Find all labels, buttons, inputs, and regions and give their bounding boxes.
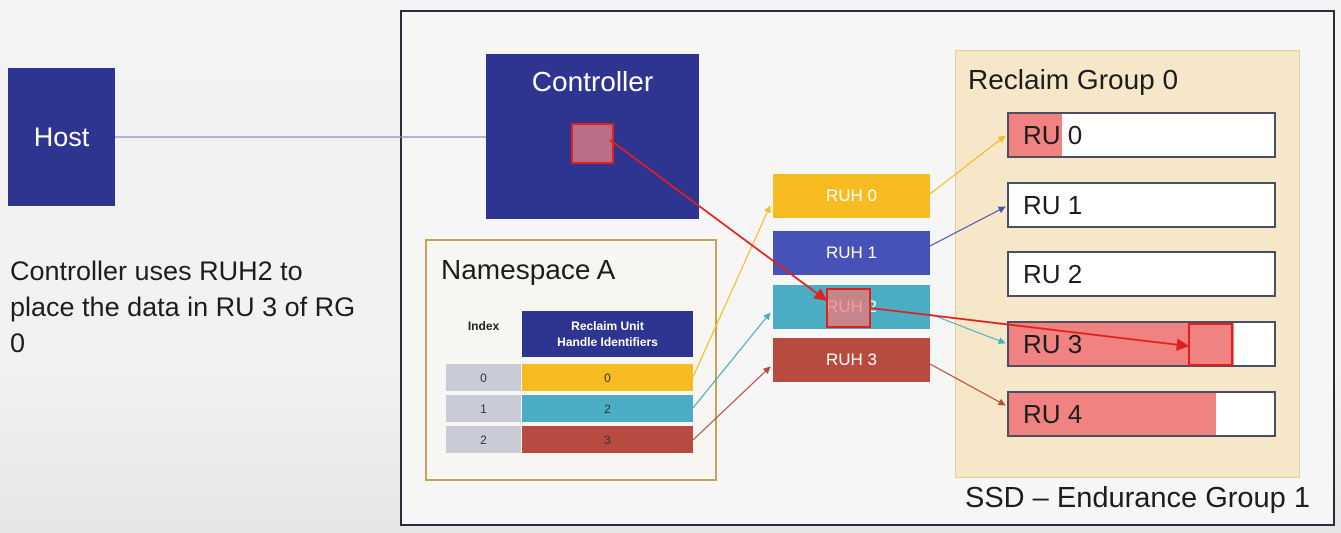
ru-fill <box>1009 114 1062 156</box>
ru-label: RU 2 <box>1023 258 1083 289</box>
table-cell-index: 2 <box>446 426 521 453</box>
reclaim-unit-2[interactable]: RU 2 <box>1007 251 1276 297</box>
reclaim-unit-4[interactable]: RU 4 <box>1007 391 1276 437</box>
ru-label: RU 0 <box>1023 119 1083 150</box>
table-cell-ruhid: 0 <box>522 364 693 391</box>
caption-text: Controller uses RUH2 to place the data i… <box>10 256 356 358</box>
reclaim-group-title: Reclaim Group 0 <box>968 64 1179 95</box>
ssd-label: SSD – Endurance Group 1 <box>965 482 1310 514</box>
reclaim-unit-1[interactable]: RU 1 <box>1007 182 1276 228</box>
link-ruh0-to-ru0 <box>929 135 1006 195</box>
host-box[interactable]: Host <box>8 68 115 206</box>
namespace-title: Namespace A <box>441 254 616 285</box>
ruh-0[interactable]: RUH 0 <box>773 174 930 218</box>
table-cell-index: 1 <box>446 395 521 422</box>
table-cell-ruhid: 3 <box>522 426 693 453</box>
table-header-ruhid-line1: Reclaim Unit <box>571 319 644 333</box>
ru-label: RU 3 <box>1023 328 1083 359</box>
ruh-1[interactable]: RUH 1 <box>773 231 930 275</box>
table-cell-index: 0 <box>446 364 521 391</box>
link-ruh3-to-ru4 <box>929 363 1006 406</box>
link-ruh2-to-ru3 <box>929 313 1006 345</box>
reclaim-unit-0[interactable]: RU 0 <box>1007 112 1276 158</box>
placement-path-ruh2-to-ru3 <box>869 307 1190 351</box>
ru-fill <box>1009 393 1216 435</box>
table-header-ruhid-line2: Handle Identifiers <box>557 335 658 349</box>
link-ruh1-to-ru1 <box>929 206 1006 247</box>
link-table-row2-to-ruh3 <box>692 366 771 441</box>
link-table-row0-to-ruh0 <box>692 205 771 378</box>
link-table-row1-to-ruh2 <box>692 312 771 409</box>
host-label: Host <box>33 121 90 152</box>
ru-label: RU 1 <box>1023 189 1083 220</box>
controller-label: Controller <box>531 66 654 97</box>
ru-data-block <box>1188 323 1233 366</box>
ruh-3[interactable]: RUH 3 <box>773 338 930 382</box>
placement-path-controller-to-ruh2 <box>609 139 828 301</box>
table-header-index: Index <box>467 319 500 333</box>
controller-data-block <box>571 123 614 164</box>
table-cell-ruhid: 2 <box>522 395 693 422</box>
ru-label: RU 4 <box>1023 398 1083 429</box>
table-header-ruhid: Reclaim Unit Handle Identifiers <box>522 311 693 357</box>
